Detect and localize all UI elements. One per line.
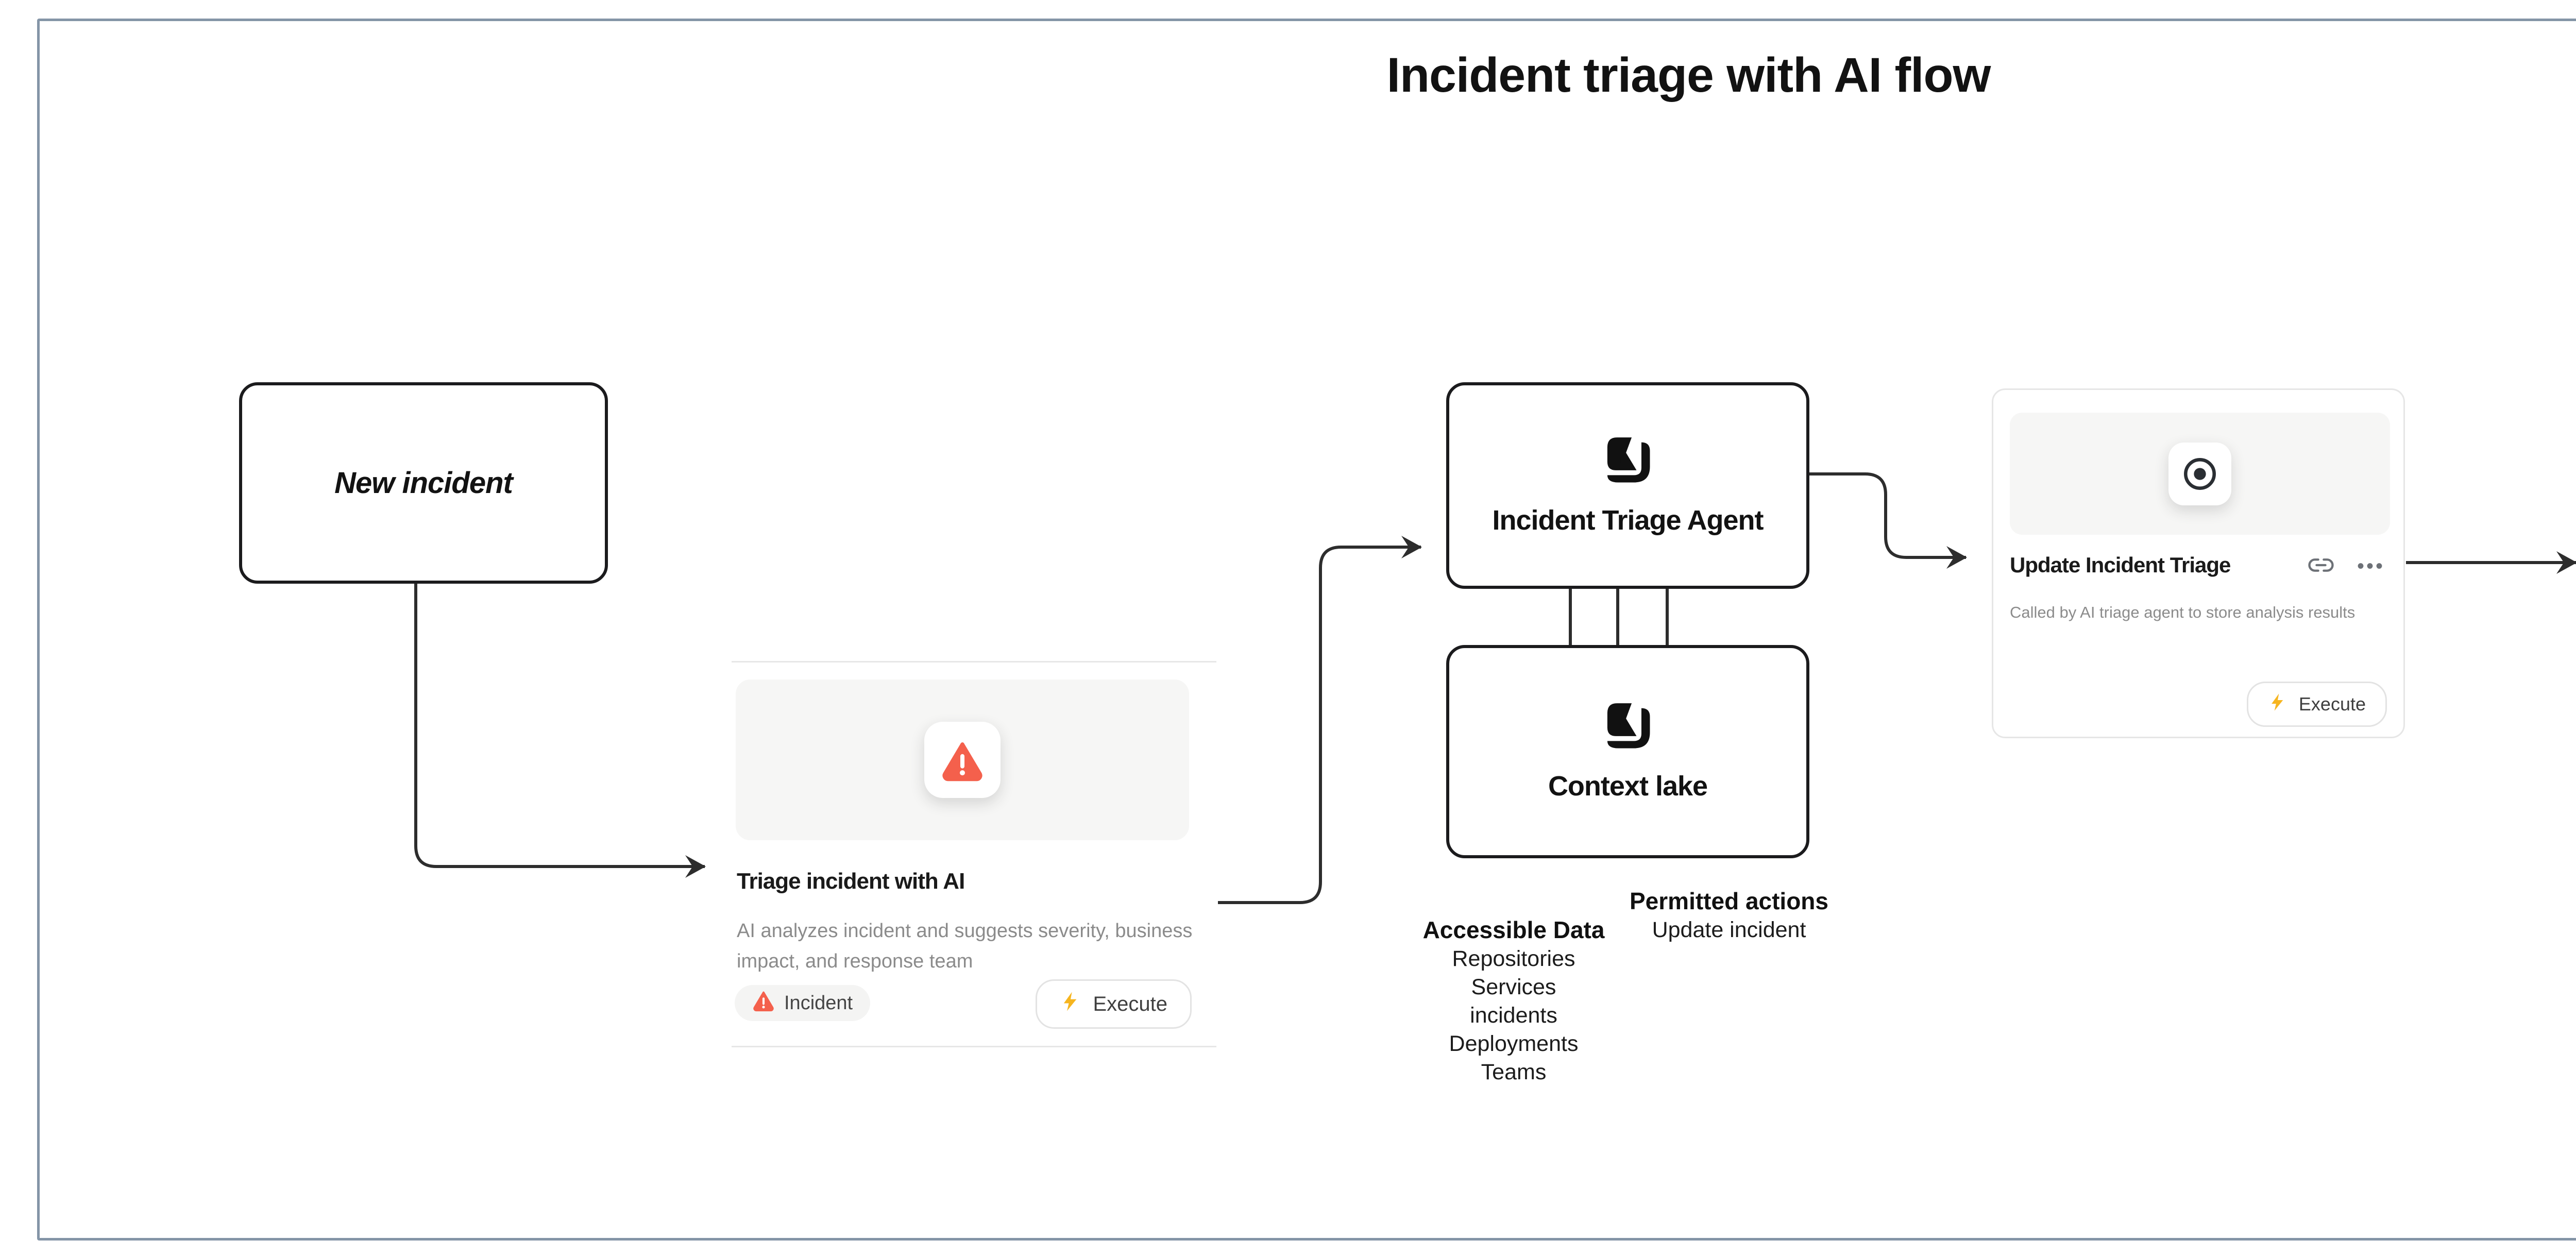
permitted-actions-note: Permitted actions Update incident [1600,886,1858,944]
node-incident-triage-agent[interactable]: Incident Triage Agent [1446,382,1809,589]
accessible-data-item: Deployments [1449,1031,1579,1056]
warning-triangle-icon [752,989,775,1017]
more-options-icon[interactable]: ••• [2357,555,2385,577]
incident-badge-label: Incident [784,992,853,1014]
permitted-actions-heading: Permitted actions [1630,888,1828,914]
accessible-data-item: Repositories [1452,946,1575,971]
node-context-lake[interactable]: Context lake [1446,645,1809,858]
warning-triangle-icon [924,722,1001,798]
page-title: Incident triage with AI flow [1386,48,1991,103]
permitted-actions-item: Update incident [1652,918,1806,942]
card-triage-title: Triage incident with AI [737,869,965,894]
node-context-lake-label: Context lake [1548,771,1708,802]
context-lake-logo-icon [1598,696,1658,757]
execute-button[interactable]: Execute [1036,979,1192,1029]
accessible-data-note: Accessible Data Repositories Services in… [1385,915,1642,1086]
accessible-data-heading: Accessible Data [1422,916,1605,943]
card-triage-description: AI analyzes incident and suggests severi… [737,920,1193,972]
incident-badge: Incident [735,985,871,1021]
execute-button-label: Execute [1093,992,1167,1015]
lightning-bolt-icon [1060,991,1081,1017]
agent-logo-icon [1598,430,1658,491]
lightning-bolt-icon [2268,692,2287,717]
accessible-data-item: incidents [1470,1003,1557,1028]
node-new-incident-label: New incident [334,466,513,500]
execute-button[interactable]: Execute [2246,682,2387,727]
card-update-thumbnail [2010,413,2390,535]
accessible-data-item: Teams [1481,1060,1547,1084]
link-icon[interactable] [2308,557,2334,575]
execute-button-label: Execute [2298,693,2366,715]
card-triage-thumbnail [736,680,1189,840]
card-update-incident-triage[interactable]: Update Incident Triage ••• Called by AI … [1992,388,2405,738]
card-triage-incident[interactable]: Triage incident with AI AI analyzes inci… [732,661,1216,1047]
card-update-title: Update Incident Triage [2010,553,2231,577]
accessible-data-item: Services [1471,975,1556,999]
card-update-description: Called by AI triage agent to store analy… [2010,603,2355,621]
node-new-incident[interactable]: New incident [239,382,608,584]
node-agent-label: Incident Triage Agent [1492,504,1764,536]
record-dot-icon [2168,442,2231,505]
